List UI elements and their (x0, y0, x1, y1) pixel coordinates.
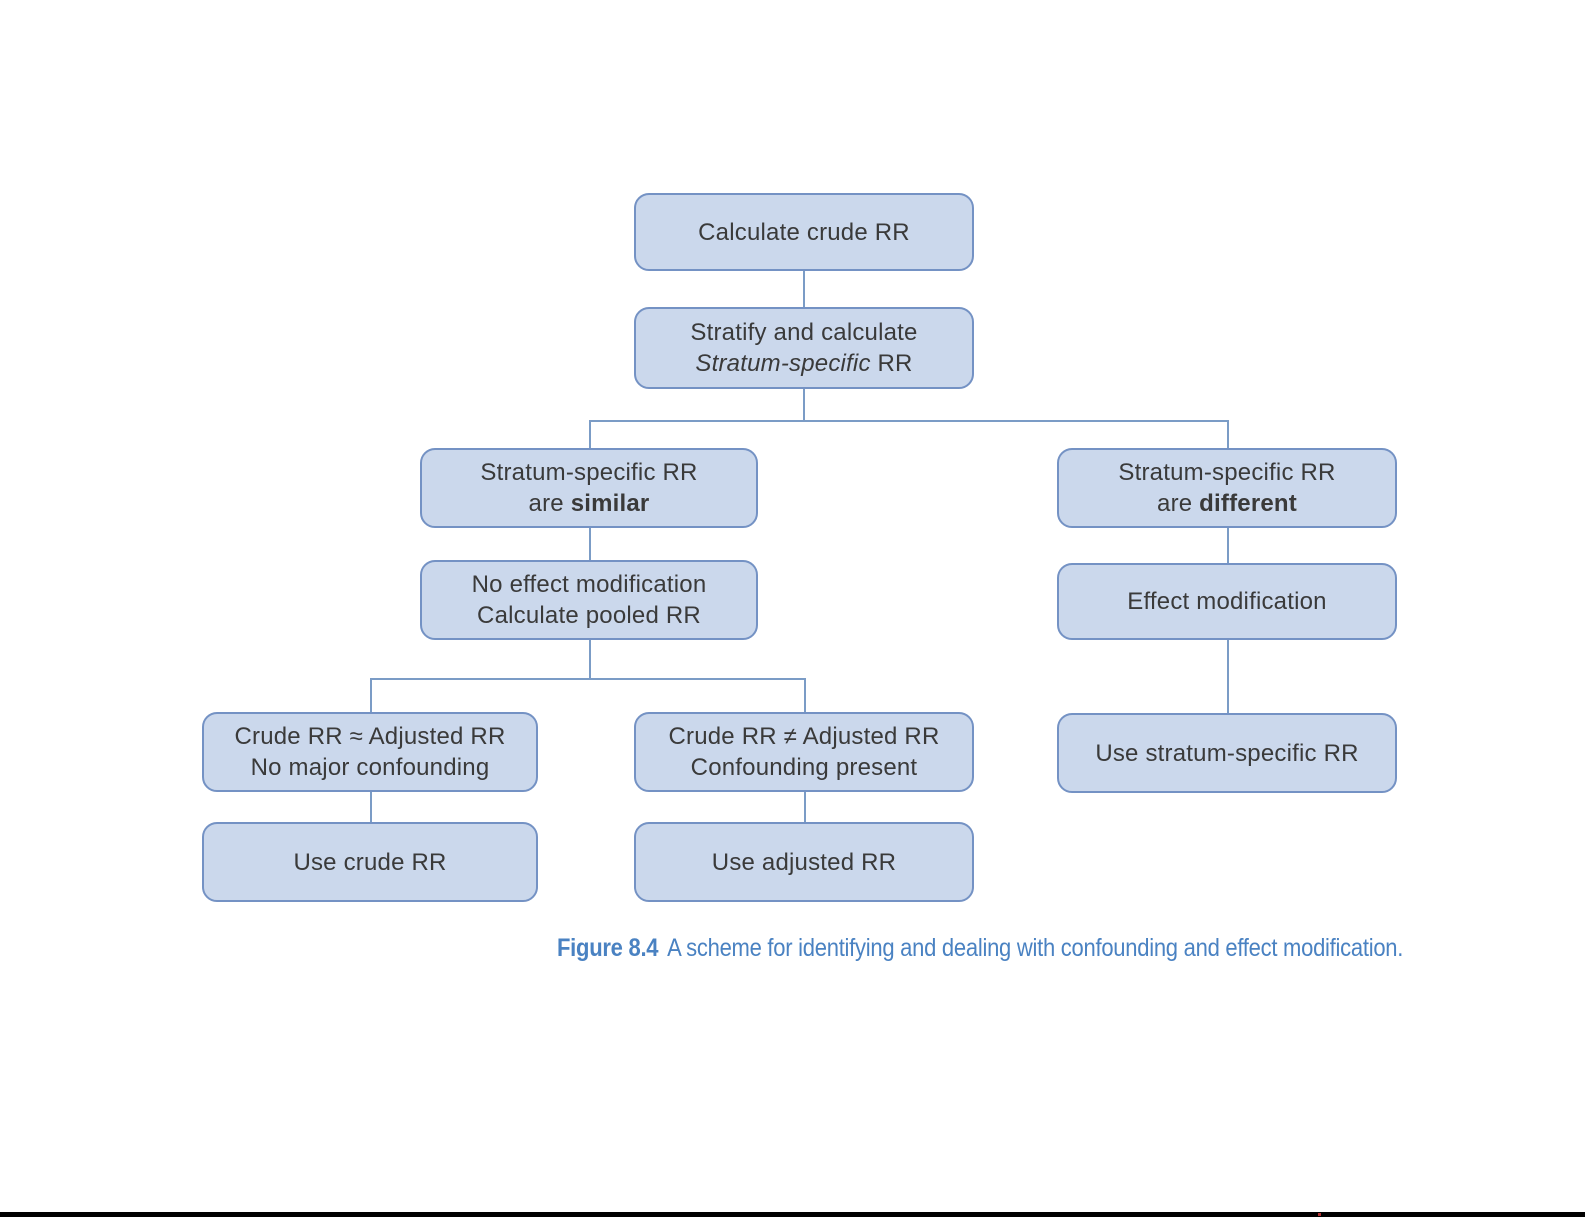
node-label-line1: Stratum-specific RR (1118, 459, 1336, 486)
connector-different-to-effectmod (1227, 527, 1229, 564)
node-label-line2: are similar (529, 488, 650, 519)
node-label-line1: Stratum-specific RR (480, 459, 698, 486)
node-effect-modification: Effect modification (1057, 563, 1397, 640)
connector-similar-to-noeffectmod (589, 527, 591, 561)
node-label-rest: RR (870, 350, 913, 377)
connector-branch-left-drop (589, 420, 591, 449)
node-label-bold: similar (570, 490, 650, 517)
connector-stratify-stub (803, 388, 805, 421)
connector-branch-right-drop (1227, 420, 1229, 449)
node-label-pre: are (528, 490, 571, 517)
node-use-crude-rr: Use crude RR (202, 822, 538, 902)
node-crude-notequal-adjusted: Crude RR ≠ Adjusted RR Confounding prese… (634, 712, 974, 792)
page-bottom-rule (0, 1212, 1585, 1217)
node-use-stratum-specific-rr: Use stratum-specific RR (1057, 713, 1397, 793)
node-label: Use crude RR (293, 848, 447, 876)
node-label: Effect modification (1127, 588, 1327, 615)
node-stratify-and-calculate: Stratify and calculate Stratum-specific … (634, 307, 974, 389)
node-label-line2: Stratum-specific RR (695, 348, 912, 379)
node-stratum-specific-similar: Stratum-specific RR are similar (420, 448, 758, 528)
node-label-bold: different (1199, 490, 1297, 517)
connector-calc-to-stratify (803, 270, 805, 308)
node-label-line1: Stratify and calculate (690, 319, 918, 346)
node-label-pre: are (1157, 490, 1200, 517)
figure-caption-label: Figure 8.4 (557, 934, 659, 962)
node-stratum-specific-different: Stratum-specific RR are different (1057, 448, 1397, 528)
figure-caption: Figure 8.4 A scheme for identifying and d… (557, 933, 1403, 963)
connector-neq-drop (804, 678, 806, 713)
connector-pooled-stub (589, 639, 591, 680)
node-use-adjusted-rr: Use adjusted RR (634, 822, 974, 902)
node-label-line1: Crude RR ≈ Adjusted RR (234, 723, 506, 750)
node-label-line2: No major confounding (250, 754, 490, 781)
connector-neq-to-useadjusted (804, 791, 806, 823)
node-label-line2: Confounding present (690, 754, 918, 781)
node-label-italic: Stratum-specific (695, 350, 871, 377)
node-calculate-crude-rr: Calculate crude RR (634, 193, 974, 271)
scan-artifact-dot (1318, 1213, 1321, 1216)
node-label: Calculate crude RR (698, 218, 910, 246)
node-crude-approx-adjusted: Crude RR ≈ Adjusted RR No major confound… (202, 712, 538, 792)
node-label-line1: No effect modification (471, 571, 707, 598)
connector-branch-bar-bottom (370, 678, 806, 680)
connector-approx-to-usecrude (370, 791, 372, 823)
node-label: Use adjusted RR (711, 848, 897, 876)
connector-effectmod-to-usestratum (1227, 639, 1229, 714)
connector-approx-drop (370, 678, 372, 713)
node-label-line1: Crude RR ≠ Adjusted RR (668, 723, 940, 750)
connector-branch-bar-top (589, 420, 1229, 422)
node-label-line2: are different (1157, 488, 1297, 519)
node-label: Use stratum-specific RR (1095, 739, 1359, 767)
figure-caption-text: A scheme for identifying and dealing wit… (667, 934, 1404, 962)
node-label-line2: Calculate pooled RR (477, 602, 701, 629)
node-no-effect-modification: No effect modification Calculate pooled … (420, 560, 758, 640)
